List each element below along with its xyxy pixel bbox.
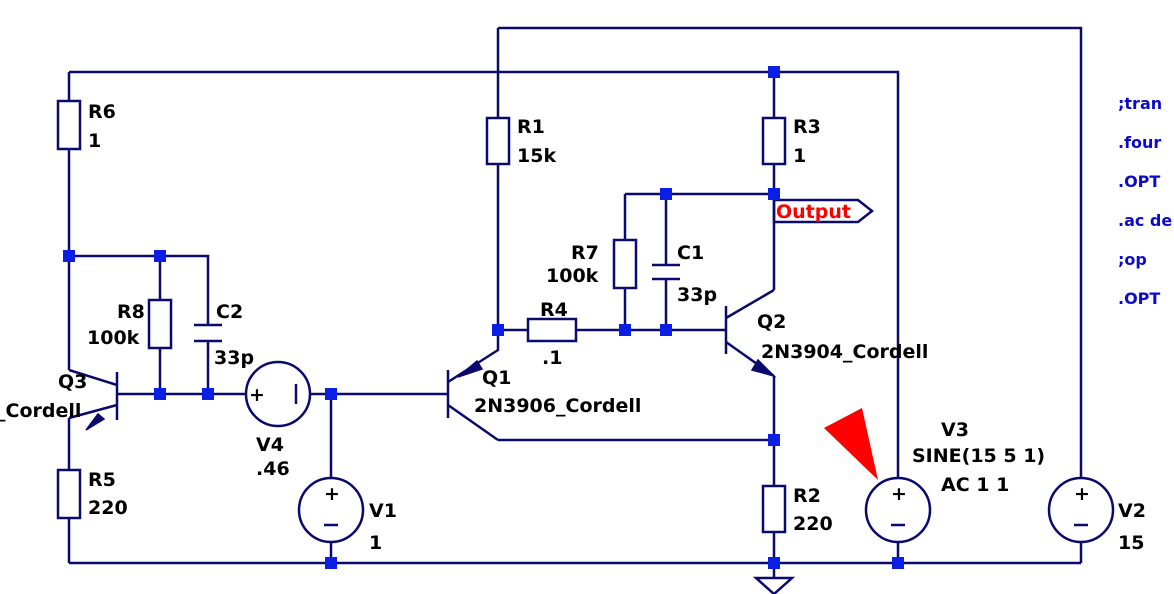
r7-value: 100k: [546, 265, 599, 287]
source-v3[interactable]: + V3 SINE(15 5 1) AC 1 1: [864, 419, 1045, 544]
r8-name: R8: [117, 301, 145, 323]
c2-name: C2: [216, 301, 243, 323]
r8-value: 100k: [87, 327, 140, 349]
r1-value: 15k: [517, 145, 556, 167]
cursor-arrow-icon: [824, 408, 878, 480]
r2-name: R2: [793, 485, 821, 507]
r2-value: 220: [793, 513, 833, 535]
resistor-r4[interactable]: R4 .1: [526, 299, 578, 369]
resistor-r2[interactable]: R2 220: [761, 484, 833, 535]
r6-name: R6: [88, 101, 116, 123]
resistor-r1[interactable]: R1 15k: [485, 116, 556, 167]
r4-value: .1: [542, 347, 562, 369]
v2-value: 15: [1118, 532, 1144, 554]
q2-name: Q2: [757, 311, 786, 333]
source-v2[interactable]: + V2 15: [1047, 476, 1146, 554]
transistor-q2[interactable]: Q2 2N3904_Cordell: [724, 288, 928, 378]
v1-value: 1: [369, 532, 382, 554]
q1-name: Q1: [482, 367, 511, 389]
v4-value: .46: [256, 458, 290, 480]
output-net-label[interactable]: Output: [772, 198, 875, 224]
resistor-r5[interactable]: R5 220: [56, 468, 128, 520]
v3-value: SINE(15 5 1): [912, 445, 1045, 467]
r3-name: R3: [793, 116, 821, 138]
directive-four[interactable]: .four: [1118, 133, 1161, 152]
r4-name: R4: [540, 299, 568, 321]
c2-value: 33p: [214, 347, 254, 369]
plus-sign-icon: +: [324, 483, 340, 505]
source-v4[interactable]: + V4 .46: [244, 360, 312, 480]
v2-name: V2: [1118, 500, 1146, 522]
transistor-q1[interactable]: Q1 2N3906_Cordell: [446, 330, 641, 442]
r5-name: R5: [88, 469, 116, 491]
transistor-q3[interactable]: Q3 _Cordell: [0, 368, 119, 431]
v3-name: V3: [941, 419, 969, 441]
q2-model: 2N3904_Cordell: [761, 341, 928, 363]
ground-icon: [752, 576, 796, 594]
plus-sign-icon: +: [891, 483, 907, 505]
spice-directives[interactable]: ;tran .four .OPT .ac de ;op .OPT: [1118, 94, 1172, 308]
plus-sign-icon: +: [1074, 483, 1090, 505]
r5-value: 220: [88, 497, 128, 519]
directive-opt-2[interactable]: .OPT: [1118, 289, 1160, 308]
directive-op[interactable]: ;op: [1118, 250, 1147, 269]
q1-model: 2N3906_Cordell: [474, 395, 641, 417]
r7-name: R7: [571, 242, 599, 264]
directive-tran[interactable]: ;tran: [1118, 94, 1162, 113]
r3-value: 1: [793, 145, 806, 167]
c1-name: C1: [677, 242, 704, 264]
r6-value: 1: [88, 130, 101, 152]
q3-name: Q3: [58, 371, 87, 393]
capacitor-c1[interactable]: C1 33p: [652, 242, 717, 306]
source-v1[interactable]: + V1 1: [297, 476, 397, 554]
resistor-r6[interactable]: R6 1: [56, 99, 116, 152]
plus-sign-icon: +: [249, 384, 265, 406]
v1-name: V1: [369, 500, 397, 522]
resistor-r7[interactable]: R7 100k: [546, 238, 638, 290]
directive-ac[interactable]: .ac de: [1118, 211, 1172, 230]
resistor-r3[interactable]: R3 1: [761, 116, 821, 167]
directive-opt-1[interactable]: .OPT: [1118, 172, 1160, 191]
junction-nodes: [63, 66, 904, 569]
v3-ac: AC 1 1: [941, 474, 1009, 496]
capacitor-c2[interactable]: C2 33p: [194, 301, 254, 369]
q3-model: _Cordell: [0, 400, 81, 422]
v4-name: V4: [256, 434, 284, 456]
c1-value: 33p: [677, 284, 717, 306]
r1-name: R1: [517, 116, 545, 138]
output-label-text: Output: [776, 201, 851, 223]
resistor-r8[interactable]: R8 100k: [87, 298, 173, 350]
